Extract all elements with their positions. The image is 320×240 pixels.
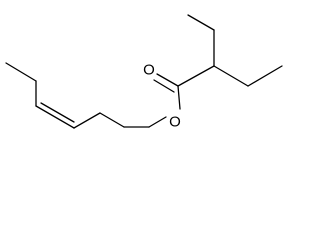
skeletal-formula: O O [5, 14, 283, 131]
bond-c1-c2 [5, 62, 37, 82]
atom-oxygen-ester: O [169, 114, 181, 131]
bond-c3-c4-double-inner [40, 102, 75, 123]
atom-oxygen-carbonyl: O [143, 62, 155, 79]
bond-ethyl-right-terminal [247, 65, 283, 87]
bond-c7-o-ester [148, 116, 167, 128]
bond-alpha-ethyl-right [213, 65, 249, 87]
bond-c3-c4-double [35, 105, 75, 129]
bond-o-ester-carbonyl-c [177, 85, 181, 110]
bond-carbonyl-double-inner [153, 79, 175, 93]
bond-carbonyl-c-alpha [177, 65, 215, 87]
bond-c4-c5 [73, 112, 101, 129]
bond-c5-c6 [99, 112, 125, 128]
bond-ethyl-up-terminal [187, 14, 215, 31]
bond-carbonyl-double-outer [156, 73, 179, 87]
